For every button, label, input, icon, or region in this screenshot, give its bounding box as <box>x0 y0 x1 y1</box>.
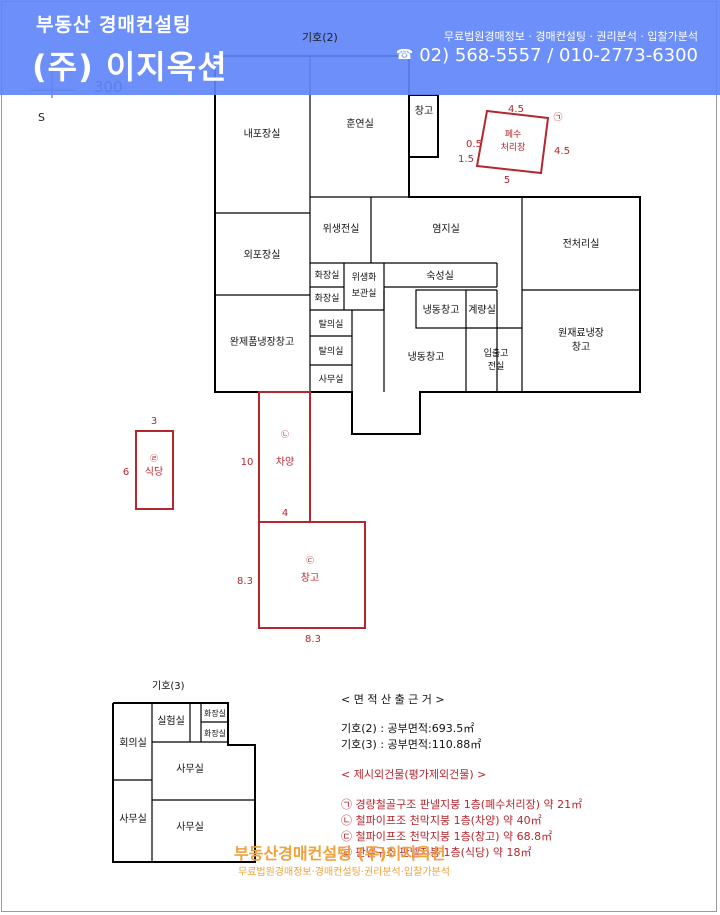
room-label: 훈연실 <box>346 117 374 130</box>
header-phone: ☎ 02) 568-5557 / 010-2773-6300 <box>396 45 698 66</box>
mark-label: ㉢ <box>306 556 314 565</box>
room-label: 내포장실 <box>244 128 281 140</box>
dim-label: 8.3 <box>237 576 253 587</box>
room-label: 전처리실 <box>563 238 600 250</box>
canteen-name: 식당 <box>145 466 163 478</box>
mark-label: ㉣ <box>150 454 158 463</box>
watermark-title: 부동산경매컨설팅 (주)이지옥션 <box>234 844 446 863</box>
watermark-tagline: 무료법원경매정보·경매컨설팅·권리분석·입찰가분석 <box>238 867 450 878</box>
area-line: 기호(3) : 공부면적:110.88㎡ <box>341 738 481 751</box>
room-label: 숙성실 <box>426 270 454 282</box>
storage-bump <box>408 94 439 158</box>
room-label: 계량실 <box>468 304 496 316</box>
mark-label: ㉠ <box>553 112 562 123</box>
room-label: 사무실 <box>176 763 204 775</box>
main-building-walls <box>215 56 640 392</box>
header-banner: 부동산 경매컨설팅 (주) 이지옥션 기호(2) 무료법원경매정보 · 경매컨설… <box>0 0 720 95</box>
waste-name: 폐수 <box>505 128 522 140</box>
plan3-building: 기호(3) 회의실 실험실 화장실 화장실 사무실 사무실 사무실 <box>112 680 256 863</box>
room-label: 화장실 <box>315 270 340 281</box>
room-label: 냉동창고 <box>408 351 445 363</box>
dim-label: 1.5 <box>458 154 474 165</box>
room-label: 사무실 <box>176 821 204 833</box>
dim-label: 6 <box>123 467 129 478</box>
dim-label: 3 <box>151 416 157 427</box>
dim-label: 10 <box>241 457 254 468</box>
dim-label: 4.5 <box>554 146 570 157</box>
area-line: 기호(2) : 공부면적:693.5㎡ <box>341 722 474 735</box>
waste-name: 처리장 <box>501 141 526 153</box>
area-calculation: < 면 적 산 출 근 거 > 기호(2) : 공부면적:693.5㎡ 기호(3… <box>341 693 582 859</box>
storage-name: 창고 <box>301 572 319 584</box>
extra-building-heading: < 제시외건물(평가제외건물) > <box>341 768 486 781</box>
compass-s-label: S <box>38 111 45 124</box>
room-label: 냉동창고 <box>423 304 460 316</box>
dim-label: 4 <box>282 508 288 519</box>
phone-icon: ☎ <box>395 47 414 63</box>
canteen-structure: 3 6 ㉣ 식당 <box>123 416 174 510</box>
area-heading: < 면 적 산 출 근 거 > <box>341 693 445 706</box>
waste-water-structure: 4.5 4.5 5 0.5 1.5 ㉠ 폐수 처리장 <box>458 104 570 186</box>
mark-label: ㉡ <box>281 430 289 439</box>
room-label: 창고 <box>572 341 590 353</box>
dim-label: 8.3 <box>305 634 321 645</box>
main-building-outline <box>214 55 641 435</box>
room-label: 완제품냉장창고 <box>230 336 294 348</box>
canopy-structure: 10 4 ㉡ 차양 <box>241 391 311 523</box>
company-name: (주) 이지옥션 <box>32 48 228 86</box>
room-label: 화장실 <box>315 293 340 304</box>
room-label: 탈의실 <box>319 346 344 357</box>
main-building <box>214 55 641 435</box>
plan2-symbol: 기호(2) <box>302 31 338 44</box>
extra-building-item: ㉢ 철파이프조 천막지붕 1층(창고) 약 68.8㎡ <box>341 829 552 843</box>
room-label: 보관실 <box>352 288 377 299</box>
room-label: 위생화 <box>352 272 377 283</box>
room-label: 화장실 <box>204 708 226 718</box>
room-label: 사무실 <box>119 813 147 825</box>
room-label: 입출고 <box>484 347 509 359</box>
dim-label: 0.5 <box>466 139 482 150</box>
canopy-name: 차양 <box>276 456 294 468</box>
room-label: 외포장실 <box>244 249 281 261</box>
room-label: 회의실 <box>119 737 147 749</box>
room-label: 실험실 <box>157 715 185 727</box>
header-tagline: 무료법원경매정보 · 경매컨설팅 · 권리분석 · 입찰가분석 <box>443 30 698 43</box>
room-label: 원재료냉장 <box>558 327 604 339</box>
room-label: 화장실 <box>204 728 226 738</box>
dim-label: 5 <box>504 175 510 186</box>
storage-structure: 8.3 8.3 ㉢ 창고 <box>237 521 366 645</box>
room-label: 염지실 <box>432 223 460 235</box>
room-label: 위생전실 <box>323 222 360 235</box>
phone-number: 02) 568-5557 / 010-2773-6300 <box>419 45 698 66</box>
room-label: 전실 <box>488 361 505 372</box>
dim-label: 4.5 <box>508 104 524 115</box>
room-label: 창고 <box>415 105 433 117</box>
company-line1: 부동산 경매컨설팅 <box>36 14 192 36</box>
plan3-title: 기호(3) <box>152 680 185 692</box>
extra-building-item: ㉣ 판넬구조 판넬지붕 1층(식당) 약 18㎡ <box>341 845 532 859</box>
room-label: 탈의실 <box>319 319 344 330</box>
room-label: 사무실 <box>319 374 344 385</box>
extra-building-item: ㉠ 경량철골구조 판넬지붕 1층(폐수처리장) 약 21㎡ <box>341 797 582 811</box>
extra-building-item: ㉡ 철파이프조 천막지붕 1층(차양) 약 40㎡ <box>341 813 542 827</box>
